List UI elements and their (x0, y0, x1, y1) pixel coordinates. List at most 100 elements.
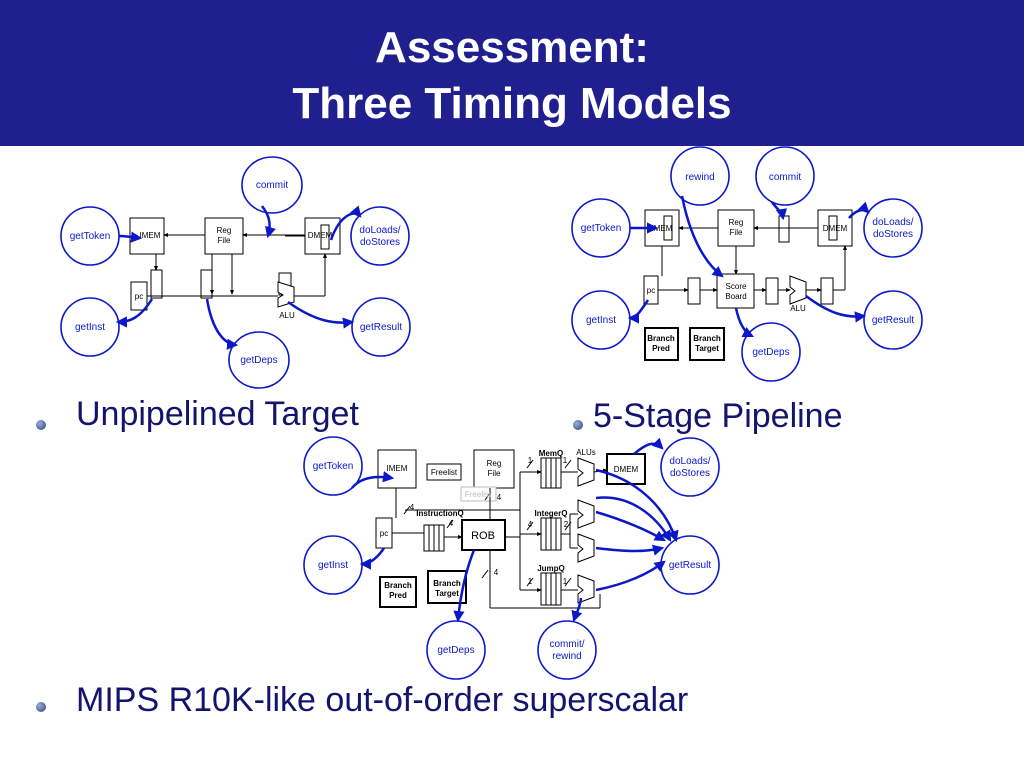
ooo-diagram: IMEM Freelist Reg File Freelist pc ALUs … (303, 436, 720, 680)
pipeline-latch (200, 269, 213, 299)
regfile-label-1: Reg (487, 459, 502, 468)
regfile-label-2: File (730, 228, 743, 237)
rob-block (461, 519, 506, 551)
commit-label: commit (769, 172, 801, 183)
result-arrow-extra (595, 496, 672, 542)
getinst-label: getInst (318, 560, 348, 571)
pipeline-latch (820, 277, 834, 305)
commit-label: commit (256, 180, 288, 191)
getdeps-label: getDeps (437, 645, 474, 656)
pipeline-latch (150, 269, 163, 299)
alu-shape (277, 281, 295, 308)
doloads-label-2: doStores (670, 468, 710, 479)
alu-shape (577, 499, 595, 529)
dmem-block (606, 453, 646, 485)
num-4a: 4 (410, 503, 415, 512)
getdeps-arrow (453, 549, 476, 623)
pipeline-latch (663, 215, 673, 241)
alu-label: ALU (279, 311, 295, 320)
dmem-label: DMEM (614, 465, 639, 474)
getresult-label: getResult (872, 315, 914, 326)
getdeps-arrow (734, 307, 755, 338)
branch-target-label-1: Branch (433, 579, 461, 588)
gettoken-label: getToken (70, 231, 111, 242)
pc-label: pc (380, 529, 388, 538)
rewind-arrow (680, 195, 724, 278)
bullet-unpipelined: Unpipelined Target (76, 395, 359, 433)
getinst-arrow (359, 547, 386, 570)
result-arrow-int2 (595, 544, 665, 556)
num-4c: 4 (497, 493, 502, 502)
slide-title-line-1: Assessment: (375, 23, 649, 72)
bullet-dot (36, 702, 46, 712)
branch-target-label-2: Target (435, 589, 459, 598)
getinst-arrow (627, 299, 650, 324)
getinst-arrow (115, 298, 154, 328)
doloads-ellipse (660, 437, 720, 497)
pipeline-latch (687, 277, 701, 305)
num-4b: 4 (449, 519, 454, 528)
rewind-label: rewind (685, 172, 714, 183)
branch-pred-label-1: Branch (384, 581, 412, 590)
regfile-block (204, 217, 244, 255)
regfile-label-2: File (218, 236, 231, 245)
getdeps-ellipse (741, 322, 801, 382)
branch-pred-label-2: Pred (389, 591, 407, 600)
doloads-label-2: doStores (360, 237, 400, 248)
scoreboard-label-1: Score (726, 282, 747, 291)
bullet-pipeline: 5-Stage Pipeline (593, 397, 843, 435)
pc-label: pc (647, 286, 655, 295)
num-1b: 1 (563, 456, 568, 465)
commit-arrow (770, 201, 788, 221)
pipeline-latch (765, 277, 779, 305)
scoreboard-block (716, 273, 755, 309)
branch-target-label-2: Target (695, 344, 719, 353)
getdeps-label: getDeps (752, 347, 789, 358)
instructionq-label: InstructionQ (416, 509, 464, 518)
rob-label: ROB (471, 530, 495, 542)
doloads-arrow (848, 201, 870, 219)
freelist-label: Freelist (431, 468, 458, 477)
commit-rewind-ellipse (537, 620, 597, 680)
branch-pred-label-2: Pred (652, 344, 670, 353)
doloads-arrow (633, 437, 664, 455)
doloads-label-1: doLoads/ (359, 225, 400, 236)
imem-label: IMEM (140, 231, 161, 240)
commit-rewind-arrow (571, 597, 583, 623)
pipeline-diagram: IMEM Reg File DMEM pc Score Board ALU Br… (571, 146, 923, 382)
gettoken-ellipse (303, 436, 363, 496)
num-1c: 1 (528, 577, 533, 586)
commit-rewind-label-2: rewind (552, 651, 581, 662)
pc-label: pc (135, 292, 143, 301)
getinst-label: getInst (586, 315, 616, 326)
alu-shape (577, 574, 595, 604)
pipeline-latch (778, 215, 790, 243)
doloads-arrow (329, 205, 362, 241)
num-4d: 4 (528, 520, 533, 529)
imem-label: IMEM (387, 464, 408, 473)
freelist-ghost-label: Freelist (465, 490, 492, 499)
scoreboard-label-2: Board (725, 292, 746, 301)
commit-rewind-label-1: commit/ (550, 639, 585, 650)
result-arrow-int1 (595, 510, 666, 542)
regfile-block (473, 449, 515, 489)
getdeps-ellipse (228, 331, 290, 389)
branch-pred-block (644, 327, 679, 361)
memq-label: MemQ (539, 449, 563, 458)
doloads-label-2: doStores (873, 229, 913, 240)
dmem-label: DMEM (823, 224, 848, 233)
result-arrow-memq (595, 468, 679, 543)
alu-label: ALU (790, 304, 806, 313)
title-banner: Assessment: Three Timing Models (0, 0, 1024, 146)
slide-title-line-2: Three Timing Models (292, 79, 732, 128)
regfile-label-2: File (488, 469, 501, 478)
getresult-label: getResult (669, 560, 711, 571)
branch-target-block (689, 327, 725, 361)
getresult-arrow (805, 294, 867, 323)
num-4e: 4 (494, 568, 499, 577)
unpipelined-diagram: IMEM Reg File DMEM pc ALU commit getToke… (60, 156, 411, 389)
branch-target-block (427, 570, 467, 604)
rewind-ellipse (670, 146, 730, 206)
bullet-ooo: MIPS R10K-like out-of-order superscalar (76, 681, 689, 719)
